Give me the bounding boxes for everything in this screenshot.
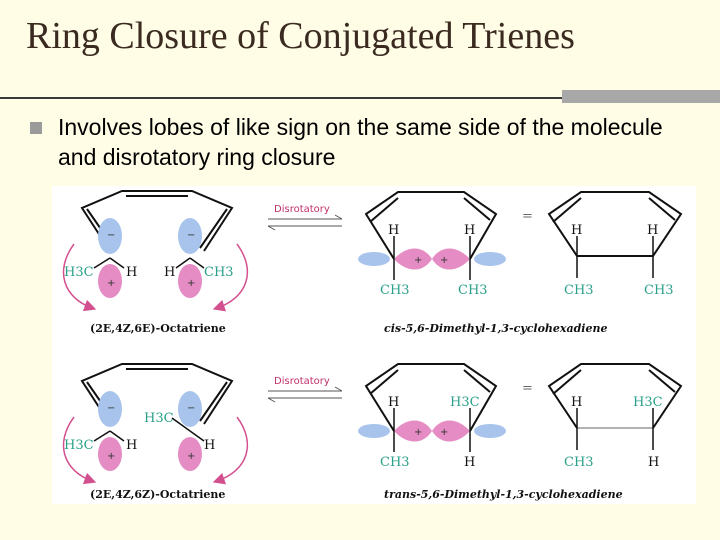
- arrow-2-label: Disrotatory: [274, 376, 330, 387]
- title-divider: [0, 97, 720, 99]
- reactant-2-lobes: − + − +: [98, 391, 202, 471]
- product-2-bottom-right: H: [464, 455, 475, 470]
- diagram-svg: − + − + H3C H H CH3 (2E,4Z,6E)-Octatrien…: [62, 190, 683, 501]
- equals-sign-2: =: [522, 381, 533, 396]
- product-1-name: cis-5,6-Dimethyl-1,3-cyclohexadiene: [384, 322, 607, 335]
- product-2-bottom-left: CH3: [380, 455, 410, 470]
- rotation-arrow-right-2: [212, 416, 248, 485]
- product-2: [364, 363, 498, 432]
- product-1-alt-bottom-left: CH3: [564, 283, 594, 298]
- lobe-sign: +: [414, 427, 422, 438]
- product-1-alt-top-right: H: [647, 223, 658, 238]
- bullet-marker: [30, 122, 42, 134]
- product-1-top-left: H: [388, 223, 399, 238]
- lobe-sign: −: [187, 403, 195, 414]
- reactant-1-name: (2E,4Z,6E)-Octatriene: [90, 322, 226, 335]
- reactant-2-right-outer-group: H: [204, 438, 215, 453]
- product-2-top-right: H3C: [450, 395, 480, 410]
- equilibrium-arrow-1: [267, 214, 343, 231]
- product-2-alt-top-left: H: [571, 395, 582, 410]
- reactant-2-left-inner-group: H: [126, 438, 137, 453]
- lobe-sign: +: [187, 278, 195, 289]
- product-2-alt-top-right: H3C: [633, 395, 663, 410]
- reactant-1-left-inner-group: H: [126, 265, 137, 280]
- product-1-bottom-right: CH3: [458, 283, 488, 298]
- product-2-name: trans-5,6-Dimethyl-1,3-cyclohexadiene: [384, 488, 623, 501]
- bullet-text: Involves lobes of like sign on the same …: [58, 114, 663, 170]
- product-1-top-right: H: [464, 223, 475, 238]
- rotation-arrow-right: [212, 243, 248, 312]
- slide-title: Ring Closure of Conjugated Trienes: [26, 15, 575, 57]
- product-2-top-left: H: [388, 395, 399, 410]
- lobe-sign: +: [107, 451, 115, 462]
- product-2-alt-bottom-right: H: [648, 455, 659, 470]
- reactant-1-right-lobe-top: [178, 218, 202, 254]
- lobe-sign: +: [107, 278, 115, 289]
- electrocyclic-diagram: − + − + H3C H H CH3 (2E,4Z,6E)-Octatrien…: [52, 186, 696, 504]
- reactant-1-right-lobe-bottom: [178, 264, 202, 298]
- reactant-2-left-outer-group: H3C: [64, 438, 94, 453]
- product-2-alt-bottom-left: CH3: [564, 455, 594, 470]
- product-1-alt: [547, 191, 683, 257]
- product-1-bottom-left: CH3: [380, 283, 410, 298]
- product-1: [364, 191, 498, 260]
- product-2-alt: [547, 363, 683, 429]
- lobe-sign: −: [107, 403, 115, 414]
- arrow-1-label: Disrotatory: [274, 204, 330, 215]
- reactant-2-name: (2E,4Z,6Z)-Octatriene: [90, 488, 225, 501]
- reactant-2-right-inner-group: H3C: [144, 411, 174, 426]
- equals-sign-1: =: [522, 209, 533, 224]
- lobe-sign: +: [187, 451, 195, 462]
- reactant-1-left-lobe-bottom: [98, 264, 122, 298]
- lobe-sign: +: [440, 255, 448, 266]
- title-accent-bar: [562, 90, 720, 103]
- lobe-sign: +: [414, 255, 422, 266]
- reactant-1-right-inner-group: H: [164, 265, 175, 280]
- row-1: − + − + H3C H H CH3 (2E,4Z,6E)-Octatrien…: [62, 190, 683, 335]
- reactant-1-left-lobe-top: [98, 218, 122, 254]
- product-2-lobes: + +: [358, 420, 506, 442]
- product-1-alt-bottom-right: CH3: [644, 283, 674, 298]
- lobe-sign: −: [187, 230, 195, 241]
- lobe-sign: +: [440, 427, 448, 438]
- rotation-arrow-left-2: [62, 416, 97, 485]
- reactant-1-right-outer-group: CH3: [204, 265, 234, 280]
- lobe-sign: −: [107, 230, 115, 241]
- product-1-alt-top-left: H: [571, 223, 582, 238]
- row-2: − + − + H3C H H3C H (2E,4Z,6Z)-Octatrien…: [62, 363, 683, 501]
- reactant-1-lobes: − + − +: [98, 218, 202, 298]
- reactant-1-left-outer-group: H3C: [64, 265, 94, 280]
- equilibrium-arrow-2: [267, 386, 343, 403]
- rotation-arrow-left: [62, 243, 97, 312]
- product-1-lobes: + +: [358, 248, 506, 270]
